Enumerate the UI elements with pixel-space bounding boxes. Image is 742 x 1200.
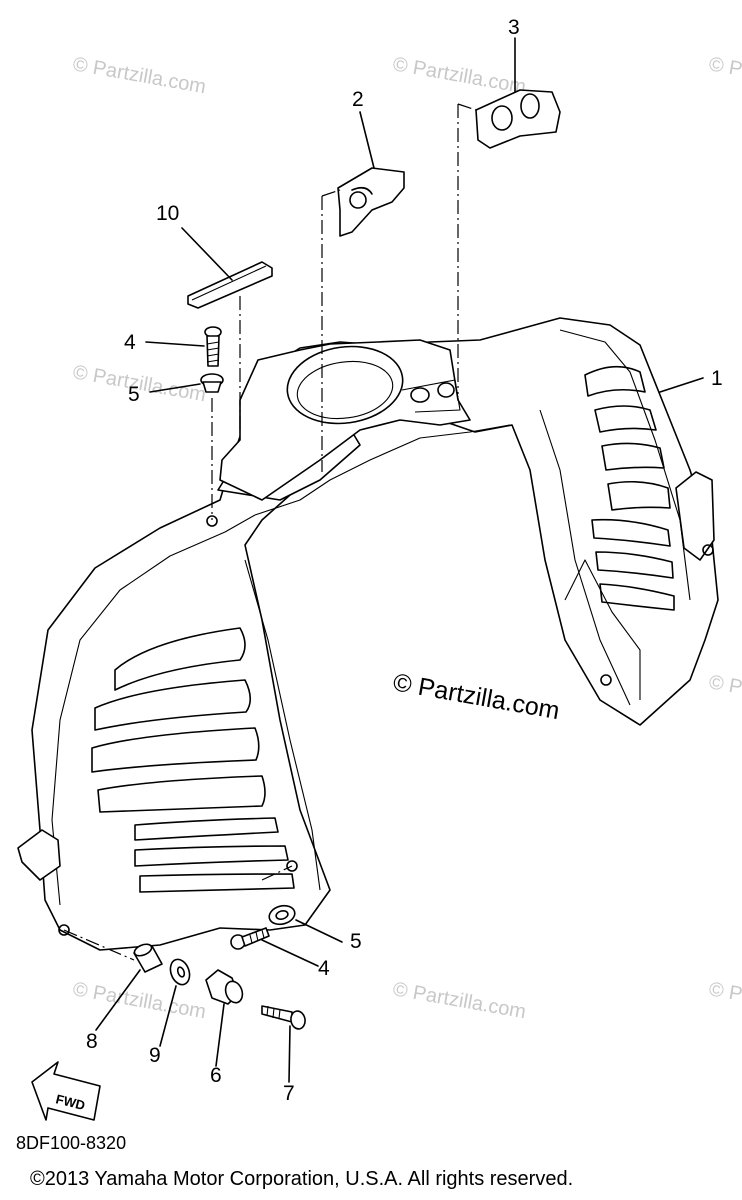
watermark-main: © Partzilla.com: [391, 668, 562, 725]
damper-strip-part-10[interactable]: [187, 261, 273, 309]
callout-7: 7: [283, 1082, 295, 1105]
watermark-text: © Partzilla.com: [391, 978, 528, 1023]
callout-5-bottom: 5: [350, 930, 362, 953]
callout-5-top: 5: [128, 383, 140, 406]
bolt-part-7[interactable]: [261, 1005, 306, 1030]
watermark-text: © Partzilla.com: [391, 53, 528, 98]
leg-shield-part-1[interactable]: [17, 317, 719, 951]
diagram-code: 8DF100-8320: [16, 1133, 126, 1153]
forward-arrow-icon: FWD: [31, 1061, 101, 1121]
callout-3: 3: [508, 16, 520, 39]
washer-part-9[interactable]: [167, 957, 193, 988]
callout-9: 9: [149, 1044, 161, 1067]
leader-lines: [95, 37, 704, 1083]
grommet-part-5-bottom[interactable]: [267, 903, 297, 927]
nut-part-6[interactable]: [205, 969, 245, 1005]
watermark-text: © Partzilla.com: [707, 978, 742, 1023]
forward-label: FWD: [54, 1091, 86, 1113]
switch-plate-part-3[interactable]: [475, 89, 561, 149]
copyright-notice: ©2013 Yamaha Motor Corporation, U.S.A. A…: [30, 1168, 573, 1190]
assembly-lines: [63, 103, 477, 961]
watermark-text: © Partzilla.com: [71, 978, 208, 1023]
callout-6: 6: [210, 1064, 222, 1087]
collar-part-8[interactable]: [133, 942, 163, 973]
grommet-part-5-top[interactable]: [200, 373, 224, 393]
callout-2: 2: [352, 88, 364, 111]
callout-4-top: 4: [124, 331, 136, 354]
callout-4-bottom: 4: [318, 957, 330, 980]
callout-1: 1: [711, 367, 723, 390]
watermark-text: © Partzilla.com: [707, 53, 742, 98]
screw-part-4-top[interactable]: [204, 326, 222, 367]
screw-part-4-bottom[interactable]: [230, 927, 270, 950]
callout-8: 8: [86, 1030, 98, 1053]
callout-10: 10: [156, 202, 179, 225]
watermark-text: © Partzilla.com: [71, 53, 208, 98]
panel-plate-part-2[interactable]: [337, 167, 405, 237]
callout-labels: 1 2 3 4 5 4 5 6 7 8 9 10: [86, 16, 723, 1105]
watermark-text: © Partzilla.com: [707, 671, 742, 716]
